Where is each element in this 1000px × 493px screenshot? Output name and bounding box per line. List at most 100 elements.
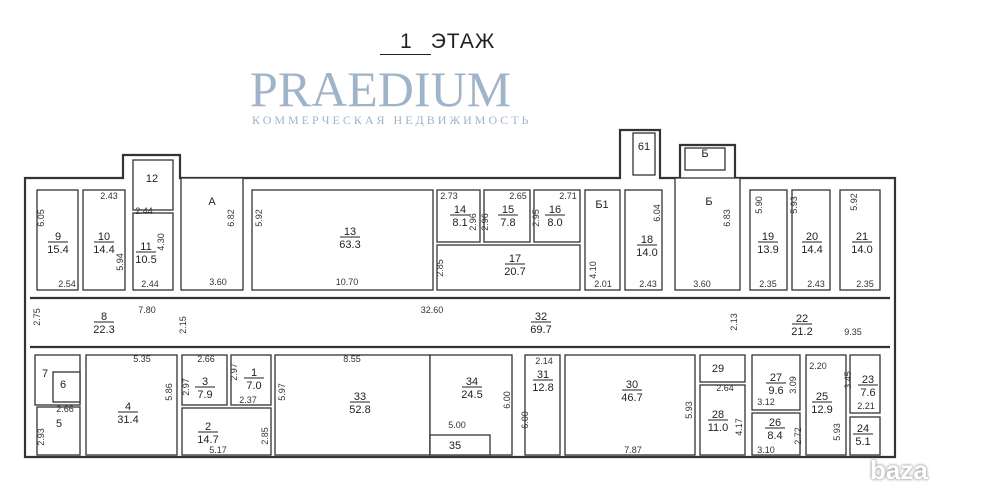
dimension-label: 6.82 [226,209,236,227]
room-number: 31 [537,369,549,381]
room-outline [436,244,581,291]
dimension-label: 5.93 [832,423,842,441]
room-outline [85,354,178,456]
room-А: А [180,177,244,291]
room-number: 30 [626,379,638,391]
dimension-label: 2.85 [260,427,270,445]
dimension-label: 4.17 [734,418,744,436]
room-outline [483,189,531,243]
room-1: 17.0 [230,354,272,406]
room-outline [52,371,81,403]
room-number: 7 [42,368,48,380]
dimension-label: 2.73 [440,191,458,201]
room-outline [36,189,79,291]
room-area: 7.6 [860,387,875,399]
room-15: 157.8 [483,189,531,243]
dimension-label: 3.60 [693,279,711,289]
dimension-label: 3.09 [788,376,798,394]
dimension-label: 6.00 [520,411,530,429]
room-23: 237.6 [849,354,881,414]
room-area: 20.7 [504,266,525,278]
dimension-label: 6.00 [502,391,512,409]
room-area: 14.4 [801,244,822,256]
dimension-label: 2.20 [809,361,827,371]
room-area: 52.8 [349,404,370,416]
room-2: 214.7 [181,407,272,456]
room-number: 32 [535,311,547,323]
dimension-label: 2.35 [856,279,874,289]
dimension-label: 2.01 [594,279,612,289]
dimension-label: 2.54 [58,279,76,289]
room-number: Б1 [595,199,608,211]
dimension-label: 7.80 [138,305,156,315]
room-area: 14.0 [636,247,657,259]
dimension-label: 5.92 [254,209,264,227]
room-outline [632,132,656,176]
dimension-label: 5.00 [448,420,466,430]
room-24: 245.1 [849,416,881,456]
dimension-label: 2.71 [559,191,577,201]
dimension-label: 2.44 [141,279,159,289]
room-number: 29 [712,363,724,375]
dimension-label: 2.37 [239,395,257,405]
room-number: 2 [205,421,211,433]
room-number: 21 [856,231,868,243]
room-outline [181,354,228,406]
room-number: Б [701,148,708,160]
room-outline [791,189,831,291]
room-number: 28 [712,409,724,421]
dimension-label: 2.35 [759,279,777,289]
room-number: 27 [770,372,782,384]
building-outline [23,128,897,459]
dimension-label: 9.35 [844,327,862,337]
room-outline [181,407,272,456]
dimension-label: 3.12 [757,397,775,407]
room-area: 24.5 [461,389,482,401]
room-number: 17 [509,253,521,265]
watermark-tagline: КОММЕРЧЕСКАЯ НЕДВИЖИМОСТЬ [252,113,532,127]
room-outline [251,189,434,291]
room-area: 9.6 [768,385,783,397]
dimension-label: 4.10 [588,261,598,279]
room-number: 11 [140,241,151,253]
floor-number: 1 [380,30,431,55]
room-number: 19 [762,231,774,243]
room-8: 822.3 [93,311,114,336]
watermark-brand: PRAEDIUM [250,61,511,117]
room-area: 21.2 [791,326,812,338]
room-area: 8.0 [547,217,562,229]
room-16: 168.0 [533,189,581,243]
room-area: 5.1 [855,436,870,448]
dimension-label: 5.86 [164,383,174,401]
room-outline [429,434,491,456]
room-5: 5 [36,406,81,456]
dimension-label: 6.04 [652,204,662,222]
dimension-label: 2.43 [807,279,825,289]
room-number: 3 [202,376,208,388]
dimension-label: 2.66 [56,404,74,414]
room-outline [749,189,788,291]
dimension-label: 2.65 [509,191,527,201]
dimension-label: 2.85 [435,259,445,277]
room-number: 61 [638,141,650,153]
room-Б1: Б1 [584,189,621,291]
room-number: 6 [60,379,66,391]
room-area: 12.9 [811,404,832,416]
dimension-label: 2.96 [480,213,490,231]
room-61: 61 [632,132,656,176]
dimension-label: 5.90 [754,196,764,214]
room-outline [132,159,174,211]
dimension-label: 2.95 [531,209,541,227]
room-number: 9 [55,231,61,243]
room-outline [36,406,81,456]
